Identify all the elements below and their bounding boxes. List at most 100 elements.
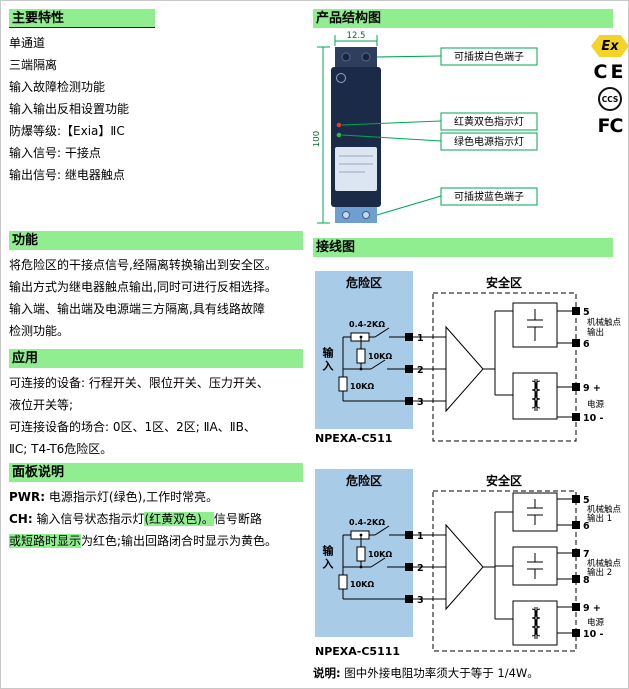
output-terminals [572,495,580,637]
function-text: 将危险区的干接点信号,经隔离转换输出到安全区。 输出方式为继电器触点输出,同时可… [9,254,303,342]
pwr-led [336,132,342,138]
function-line: 将危险区的干接点信号,经隔离转换输出到安全区。 [9,258,277,272]
structure-header: 产品结构图 [313,9,613,28]
hazard-zone-title: 危险区 [345,473,382,488]
isolator-module-image [331,47,381,223]
top-terminal-block [335,47,377,67]
output-group-label: 机械触点 [587,504,622,515]
input-circuit [338,525,405,600]
output-group-label: 机械触点 [587,317,622,328]
terminal-number: 5 [583,495,590,506]
power-label: 电源 [587,399,605,410]
wiring-header: 接线图 [313,238,613,257]
input-terminals [405,531,413,603]
relay-contact-box-2 [512,546,558,586]
dimension-lines [317,35,378,224]
application-line: 可连接设备的场合: 0区、1区、2区; ⅡA、ⅡB、 [9,420,256,434]
output-group-label: 机械触点 [587,558,622,569]
feature-item: 输入信号: 干接点 [9,146,101,160]
safe-side-circuit [413,492,572,646]
terminal-number: 3 [417,595,424,606]
input-label: 输入 [321,347,334,373]
callout-boxes: 可插拔白色端子 红黄双色指示灯 绿色电源指示灯 可插拔蓝色端子 [440,47,538,206]
fcc-mark: FC [597,115,624,137]
output-terminals [572,307,580,421]
parallel-resistor-label: 10KΩ [350,382,374,391]
model-label: NPEXA-C5111 [315,645,400,658]
terminal-number: 3 [417,397,424,408]
feature-item: 输入故障检测功能 [9,80,106,94]
module-label [335,147,377,191]
terminal-number: 2 [417,563,424,574]
terminal-number: 6 [583,339,590,350]
power-label: 电源 [587,617,605,628]
panel-text: PWR: 电源指示灯(绿色),工作时常亮。 CH: 输入信号状态指示灯(红黄双色… [9,486,303,552]
panel-line-ch: CH: 输入信号状态指示灯(红黄双色)。信号断路 [9,512,262,526]
application-header: 应用 [9,349,303,368]
features-list: 单通道 三端隔离 输入故障检测功能 输入输出反相设置功能 防爆等级:【Exia】… [9,32,303,186]
callout-green-power-led: 绿色电源指示灯 [454,135,524,148]
height-dimension: 100 [313,131,322,147]
feature-item: 单通道 [9,36,46,50]
input-circuit [338,327,405,402]
width-dimension: 12.5 [347,31,366,41]
ccs-mark: CCS [598,87,622,111]
ex-label: Ex [601,38,619,54]
safe-zone-box [432,292,577,442]
terminal-number: 6 [583,521,590,532]
left-column: 主要特性 单通道 三端隔离 输入故障检测功能 输入输出反相设置功能 防爆等级:【… [9,9,303,552]
callout-white-terminal: 可插拔白色端子 [454,50,524,63]
panel-line-ch2: 或短路时显示为红色;输出回路闭合时显示为黄色。 [9,534,278,548]
output-group-label: 输出 1 [587,513,612,524]
hazard-zone-title: 危险区 [345,275,382,290]
application-line: 液位开关等; [9,398,74,412]
model-label: NPEXA-C511 [315,432,392,445]
function-line: 输入端、输出端及电源端三方隔离,具有线路故障 [9,302,265,316]
feature-item: 三端隔离 [9,58,58,72]
terminal-number: 5 [583,307,590,318]
amplifier-symbol [445,325,484,413]
input-label: 输入 [321,545,334,571]
callout-blue-terminal: 可插拔蓝色端子 [454,190,524,203]
application-line: 可连接的设备: 行程开关、限位开关、压力开关、 [9,376,269,390]
wiring-diagram-c511: 危险区 安全区 0.4-2KΩ 10KΩ 10KΩ [315,271,622,445]
feature-item: 输入输出反相设置功能 [9,102,130,116]
brand-logo [336,73,346,83]
safe-zone-title: 安全区 [486,473,522,488]
application-text: 可连接的设备: 行程开关、限位开关、压力开关、 液位开关等; 可连接设备的场合:… [9,372,303,460]
safe-zone-title: 安全区 [486,275,522,290]
parallel-resistor-label: 10KΩ [368,352,392,361]
series-resistor-label: 0.4-2KΩ [349,518,385,527]
output-group-label: 输出 [587,327,604,338]
terminal-number: 7 [583,549,590,560]
terminal-number: 10 - [583,629,604,640]
atex-ex-mark: Ex [591,35,628,57]
callout-red-yellow-led: 红黄双色指示灯 [454,115,524,128]
features-header: 主要特性 [9,9,155,28]
input-terminals [405,333,413,405]
certification-marks: Ex CE CCS FC [591,35,628,137]
terminal-number: 8 [583,575,590,586]
panel-header: 面板说明 [9,463,303,482]
bottom-terminal-block [335,207,377,223]
ch-led [336,122,342,128]
terminal-number: 2 [417,365,424,376]
panel-line-pwr: PWR: 电源指示灯(绿色),工作时常亮。 [9,490,219,504]
terminal-number: 9 + [583,603,601,614]
relay-contact-box-1 [512,492,558,532]
safe-side-circuit [413,302,572,420]
callout-leader-lines [341,55,442,216]
terminal-number: 1 [417,531,424,542]
output-group-label: 输出 2 [587,567,612,578]
wiring-diagram-c5111: 危险区 安全区 0.4-2KΩ 10KΩ 10KΩ [315,469,622,658]
function-header: 功能 [9,231,303,250]
terminal-number: 9 + [583,383,601,394]
application-line: ⅡC; T4-T6危险区。 [9,442,113,456]
wiring-note: 说明: 图中外接电阻功率须大于等于 1/4W。 [313,666,539,680]
product-structure-drawing: 12.5 100 可插拔白色端子 [313,31,538,224]
ccs-label: CCS [601,94,619,104]
function-line: 检测功能。 [9,324,70,338]
parallel-resistor-label: 10KΩ [350,580,374,589]
ce-mark: CE [593,61,627,83]
